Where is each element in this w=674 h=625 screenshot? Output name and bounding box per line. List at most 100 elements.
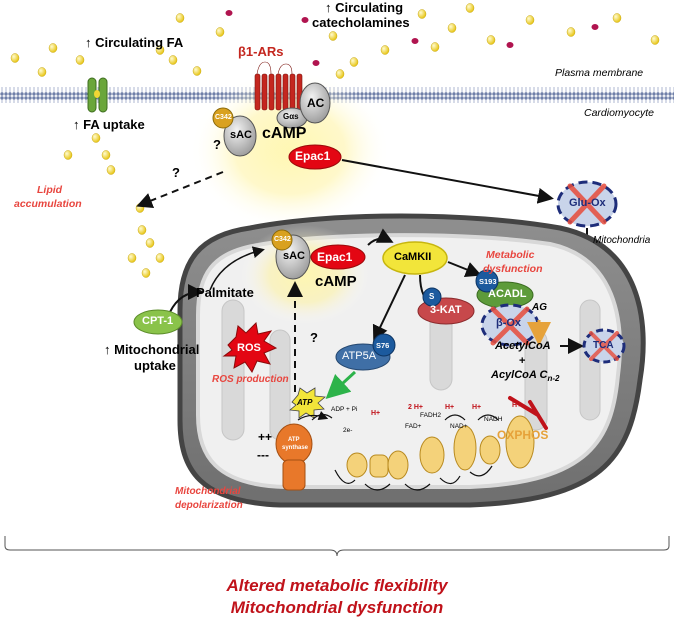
s76-badge xyxy=(372,333,396,357)
camp-glow-top xyxy=(190,70,390,230)
metabolic-dysfunction-label-1: Metabolic xyxy=(486,249,535,261)
atp-label: ATP xyxy=(297,398,313,407)
circulating-catecholamines-label-1: ↑ Circulating xyxy=(325,0,404,15)
arrow-camkii-atp5a xyxy=(372,274,406,342)
nadh-label: NADH xyxy=(484,416,503,423)
two-h-plus-label: 2 H+ xyxy=(408,404,423,411)
s-label: S xyxy=(429,292,435,301)
fa-transporter-icon xyxy=(87,77,108,113)
epac1-top-icon xyxy=(288,144,342,170)
two-e-label: 2e- xyxy=(343,427,353,434)
atp-synthase-icon xyxy=(275,423,313,491)
ros-burst-icon xyxy=(222,321,278,374)
arrow-synthase-atp xyxy=(297,410,329,421)
cardiomyocyte-label: Cardiomyocyte xyxy=(584,107,655,119)
mito-depol-label-1: Mitochondrial xyxy=(175,486,241,497)
epac1-label-mito: Epac1 xyxy=(317,250,353,264)
camkii-label: CaMKII xyxy=(394,251,432,263)
tca-label: TCA xyxy=(593,340,614,351)
question-mark-top: ? xyxy=(213,137,221,152)
acylcoa-text: AcylCoA C xyxy=(491,369,548,381)
s-badge xyxy=(422,287,442,307)
sac-label-top: sAC xyxy=(230,129,253,141)
sac-label-mito: sAC xyxy=(283,250,306,262)
beta-ox-label: β-Ox xyxy=(496,317,522,329)
arrow-atp5a-atp xyxy=(325,370,357,400)
camp-label-top: cAMP xyxy=(262,125,307,142)
circulating-fa-particles xyxy=(10,3,660,79)
arrow-epac-to-gluox xyxy=(341,159,554,204)
atp-burst-icon xyxy=(289,387,326,419)
cpt1-icon xyxy=(133,309,183,335)
beta1-ar-receptor-icon xyxy=(254,61,303,111)
arrow-epac-camkii xyxy=(367,228,394,246)
arrow-palmitate-to-sac xyxy=(209,246,265,291)
c342-label-top: C342 xyxy=(215,114,232,121)
inhibition-oxphos xyxy=(508,396,548,430)
electron-flow-arrows xyxy=(311,413,499,491)
camp-label-mito: cAMP xyxy=(315,273,357,290)
beta1-ars-label: β1-ARs xyxy=(238,44,284,59)
caption-line-2: Mitochondrial dysfunction xyxy=(230,598,444,617)
beta-ox-cross-icon xyxy=(490,306,530,346)
oxphos-complexes-icon xyxy=(346,415,535,480)
arrow-to-lipid xyxy=(136,171,224,209)
h-plus-label-4: H+ xyxy=(512,402,522,409)
c342-badge-mito xyxy=(271,229,293,251)
fadh2-label: FADH2 xyxy=(420,412,441,419)
acylcoa-subscript: n-2 xyxy=(547,374,560,384)
oxphos-label: OXPHOS xyxy=(497,428,549,442)
three-kat-label: 3-KAT xyxy=(430,304,462,316)
catecholamine-particles xyxy=(225,10,599,66)
mitochondria-label: Mitochondria xyxy=(593,235,651,246)
fad-label: FAD+ xyxy=(405,423,422,430)
atp5a-label: ATP5A xyxy=(342,350,377,362)
circulating-catecholamines-label-2: catecholamines xyxy=(312,15,410,30)
minusminus-label: --- xyxy=(257,448,269,462)
mito-depol-label-2: depolarization xyxy=(175,500,243,511)
g-alpha-s-label: Gαs xyxy=(283,112,299,121)
cpt1-label: CPT-1 xyxy=(142,315,174,327)
epac1-mito-icon xyxy=(310,244,366,270)
plasma-membrane-label: Plasma membrane xyxy=(555,67,644,79)
adp-pi-label: ADP + Pi xyxy=(331,406,358,413)
ros-label: ROS xyxy=(237,342,261,354)
circulating-fa-label: ↑ Circulating FA xyxy=(85,35,184,50)
s193-label: S193 xyxy=(479,277,497,286)
c342-badge-top xyxy=(212,107,234,129)
ag-label: AG xyxy=(532,302,547,313)
arrow-camkii-acadl xyxy=(447,261,482,277)
mito-uptake-label-1: ↑ Mitochondrial xyxy=(104,342,200,357)
epac1-label-top: Epac1 xyxy=(295,149,331,163)
adenylyl-cyclase-icon xyxy=(299,82,331,124)
h-plus-label-3: H+ xyxy=(472,404,482,411)
h-plus-label-1: H+ xyxy=(371,410,381,417)
sac-membrane-icon xyxy=(223,115,257,157)
glu-ox-cross-icon xyxy=(567,183,607,225)
palmitate-label: Palmitate xyxy=(196,285,254,300)
acadl-label: ACADL xyxy=(488,288,527,300)
caption-line-1: Altered metabolic flexibility xyxy=(226,576,448,595)
acetylcoa-label: AcetylCoA xyxy=(495,340,551,352)
h-plus-label-2: H+ xyxy=(445,404,455,411)
lipid-accumulation-label-2: accumulation xyxy=(14,198,82,210)
question-mark-middle: ? xyxy=(172,165,180,180)
glu-ox-label: Glu-Ox xyxy=(569,197,606,209)
metabolic-dysfunction-label-2: dysfunction xyxy=(483,263,543,275)
nad-label: NAD+ xyxy=(450,423,468,430)
atp-synthase-label-1: ATP xyxy=(288,437,300,443)
s76-label: S76 xyxy=(376,341,390,350)
plus-label: + xyxy=(519,355,526,367)
plusplus-label: ++ xyxy=(258,430,273,444)
lipid-accumulation-label-1: Lipid xyxy=(37,184,63,196)
camkii-icon xyxy=(382,241,448,275)
fa-uptake-label: ↑ FA uptake xyxy=(73,117,145,132)
acylcoa-label: AcylCoA Cn-2 xyxy=(491,369,559,383)
tca-cross-icon xyxy=(589,331,619,361)
atp-synthase-label-2: synthase xyxy=(282,445,309,451)
ros-production-label: ROS production xyxy=(212,374,289,385)
question-mark-mito: ? xyxy=(310,330,318,345)
s193-badge xyxy=(475,269,499,293)
c342-label-mito: C342 xyxy=(274,236,291,243)
